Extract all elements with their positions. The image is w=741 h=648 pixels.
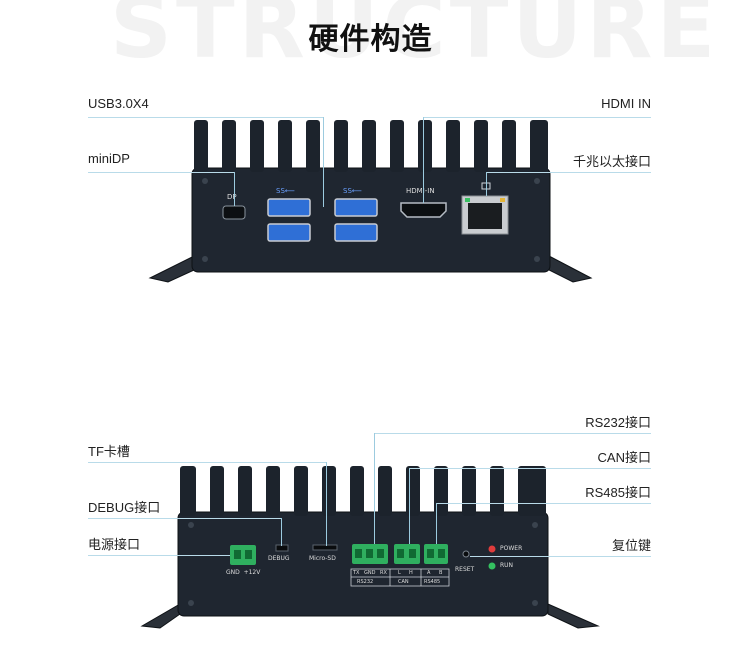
- reset-button: [462, 550, 470, 558]
- label-ethernet: 千兆以太接口: [572, 154, 651, 169]
- label-reset: 复位键: [611, 538, 651, 553]
- usb-port-3: [334, 198, 378, 217]
- pin-label: A: [427, 570, 431, 576]
- pin-label: L: [398, 570, 401, 576]
- label-tf: TF卡槽: [88, 444, 130, 459]
- callout-vline-minidp: [234, 172, 235, 206]
- run-led-print: RUN: [500, 562, 514, 569]
- callout-vline-debug: [281, 518, 282, 546]
- callout-line-power: [88, 555, 230, 556]
- callout-line-reset: [470, 556, 651, 557]
- hdmi-port: [400, 202, 447, 218]
- front-screw-bl: [202, 256, 208, 262]
- pin-label: H: [409, 570, 413, 576]
- pin-label: B: [439, 570, 443, 576]
- dp-print: DP: [227, 193, 237, 201]
- usb-port-1: [267, 198, 311, 217]
- callout-line-ethernet: [486, 172, 651, 173]
- callout-vline-can: [409, 468, 410, 544]
- power-terminal: [230, 545, 256, 565]
- callout-vline-usb: [323, 117, 324, 207]
- label-usb: USB3.0X4: [88, 96, 149, 111]
- callout-vline-hdmi: [423, 117, 424, 203]
- label-minidp: miniDP: [88, 151, 130, 166]
- power-pin-print: GND +12V: [226, 569, 261, 576]
- back-screw-bl: [188, 600, 194, 606]
- run-led: [488, 562, 496, 570]
- label-rs232: RS232接口: [585, 415, 651, 430]
- callout-line-minidp: [88, 172, 234, 173]
- front-screw-tl: [202, 178, 208, 184]
- label-power: 电源接口: [88, 537, 141, 552]
- callout-vline-rs485: [436, 503, 437, 544]
- callout-vline-ethernet: [486, 172, 487, 196]
- microsd-print: Micro-SD: [309, 555, 336, 562]
- pin-label: RX: [380, 570, 387, 576]
- callout-line-can: [409, 468, 651, 469]
- back-screw-tr: [532, 522, 538, 528]
- watermark-text: STRUCTURE: [110, 0, 720, 78]
- group-print-rs485: RS485: [424, 579, 441, 585]
- back-screw-tl: [188, 522, 194, 528]
- pin-label: TX: [353, 570, 360, 576]
- callout-line-hdmi: [423, 117, 651, 118]
- usb-logo-left: SS⟵: [276, 187, 295, 195]
- callout-line-debug: [88, 518, 281, 519]
- back-heatsink-fins: [180, 466, 546, 516]
- label-hdmi: HDMI IN: [601, 96, 651, 111]
- back-right-foot: [547, 603, 600, 629]
- front-screw-br: [534, 256, 540, 262]
- front-heatsink-fins: [194, 120, 548, 172]
- back-left-foot: [140, 603, 181, 629]
- pin-label: GND: [364, 570, 376, 576]
- callout-line-usb: [88, 117, 324, 118]
- callout-vline-rs232: [374, 433, 375, 544]
- usb-port-2: [267, 223, 311, 242]
- label-can: CAN接口: [597, 450, 651, 465]
- callout-line-rs232: [374, 433, 651, 434]
- debug-print: DEBUG: [268, 555, 290, 562]
- usb-logo-right: SS⟵: [343, 187, 362, 195]
- group-print-can: CAN: [398, 579, 409, 585]
- debug-port: [275, 544, 289, 552]
- power-led-print: POWER: [500, 545, 523, 552]
- group-print-rs232: RS232: [357, 579, 374, 585]
- callout-line-rs485: [436, 503, 651, 504]
- hdmi-print: HDMI-IN: [406, 187, 435, 195]
- callout-vline-tf: [326, 462, 327, 546]
- microsd-slot: [312, 544, 338, 551]
- minidp-port: [222, 205, 246, 220]
- label-debug: DEBUG接口: [88, 500, 161, 515]
- power-led: [488, 545, 496, 553]
- label-rs485: RS485接口: [585, 485, 651, 500]
- pin-label-row: TX GND RX L H A B: [352, 570, 449, 578]
- reset-print: RESET: [455, 566, 475, 573]
- back-screw-br: [532, 600, 538, 606]
- front-screw-tr: [534, 178, 540, 184]
- page-title: 硬件构造: [308, 22, 433, 57]
- usb-port-4: [334, 223, 378, 242]
- callout-line-tf: [88, 462, 327, 463]
